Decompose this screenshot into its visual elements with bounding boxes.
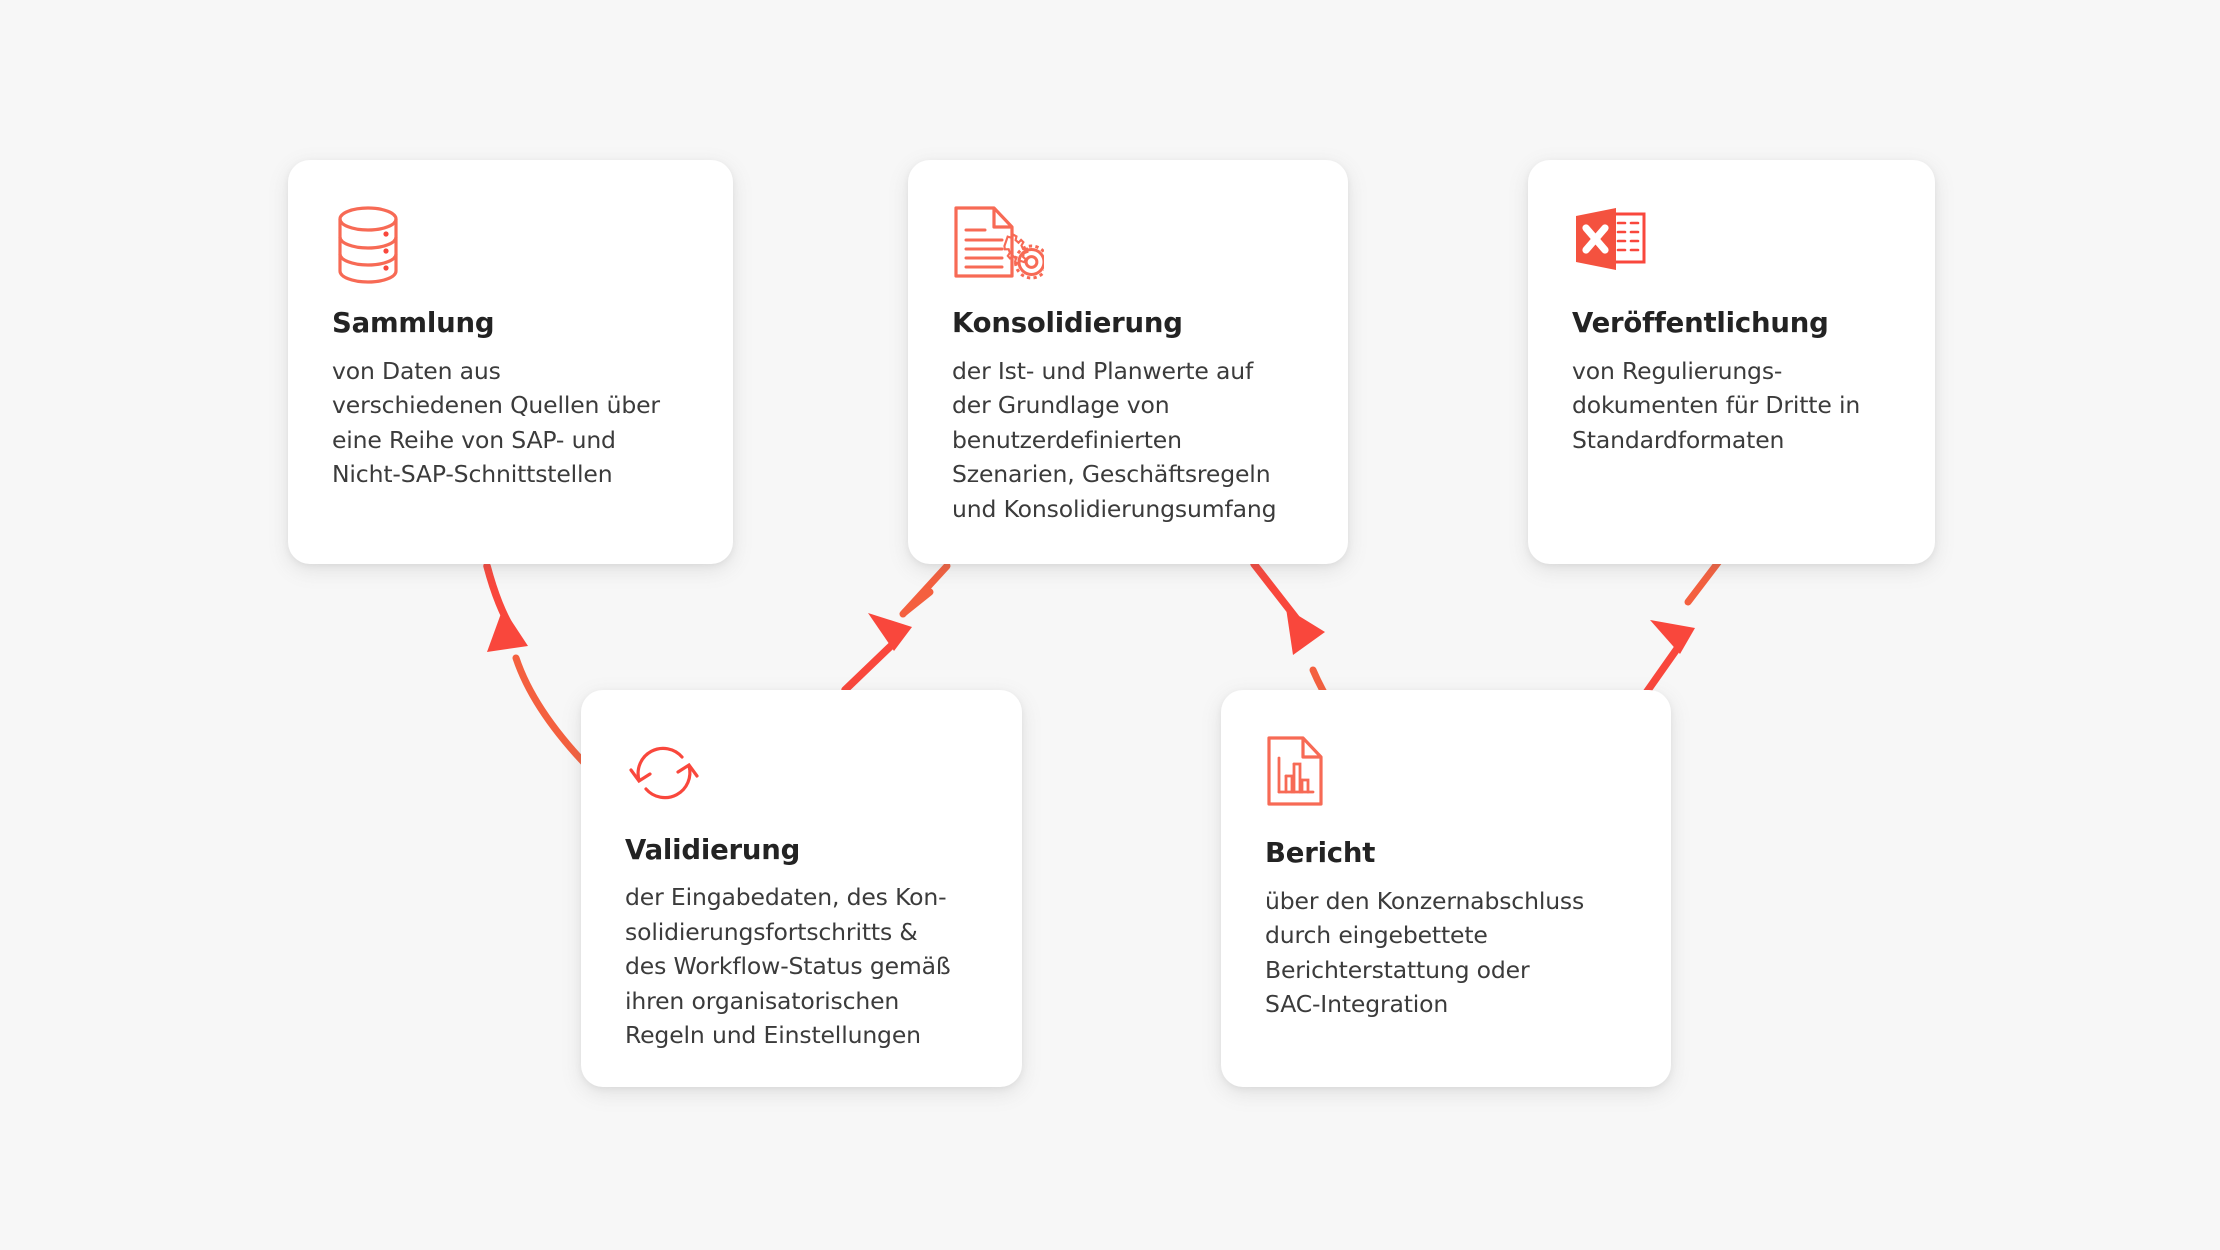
card-sammlung-description: von Daten aus verschiedenen Quellen über…	[332, 356, 660, 489]
card-bericht[interactable]: Bericht über den Konzernabschluss durch …	[1221, 690, 1671, 1087]
card-sammlung-icon-wrap	[332, 204, 693, 290]
card-konsolidierung-icon-wrap	[952, 204, 1308, 290]
card-veroeffentlichung-title: Veröffentlichung	[1572, 307, 1829, 339]
connector-bericht-to-veroeffentlichung	[1637, 556, 1724, 704]
card-bericht-icon-wrap	[1265, 734, 1631, 820]
card-bericht-title: Bericht	[1265, 837, 1376, 869]
card-validierung-description: der Eingabedaten, des Kon- solidierungsf…	[625, 883, 951, 1050]
card-konsolidierung-title: Konsolidierung	[952, 307, 1183, 339]
card-veroeffentlichung-icon-wrap	[1572, 204, 1895, 290]
excel-spreadsheet-icon	[1576, 208, 1646, 270]
card-sammlung[interactable]: Sammlung von Daten aus verschiedenen Que…	[288, 160, 733, 564]
card-konsolidierung-description: der Ist- und Planwerte auf der Grundlage…	[952, 356, 1277, 523]
card-sammlung-title: Sammlung	[332, 307, 495, 339]
card-konsolidierung[interactable]: Konsolidierung der Ist- und Planwerte au…	[908, 160, 1348, 564]
card-validierung-title: Validierung	[625, 833, 801, 866]
document-chart-icon	[1267, 736, 1323, 806]
card-bericht-description: über den Konzernabschluss durch eingebet…	[1265, 886, 1585, 1019]
refresh-cycle-icon	[629, 746, 699, 800]
card-validierung-icon-wrap	[625, 734, 982, 817]
connector-validierung-to-konsolidierung	[841, 562, 951, 694]
card-validierung[interactable]: Validierung der Eingabedaten, des Kon- s…	[581, 690, 1022, 1087]
database-icon	[338, 206, 398, 284]
card-veroeffentlichung[interactable]: Veröffentlichung von Regulierungs- dokum…	[1528, 160, 1935, 564]
document-gear-icon	[954, 206, 1044, 280]
card-veroeffentlichung-description: von Regulierungs- dokumenten für Dritte …	[1572, 356, 1861, 454]
